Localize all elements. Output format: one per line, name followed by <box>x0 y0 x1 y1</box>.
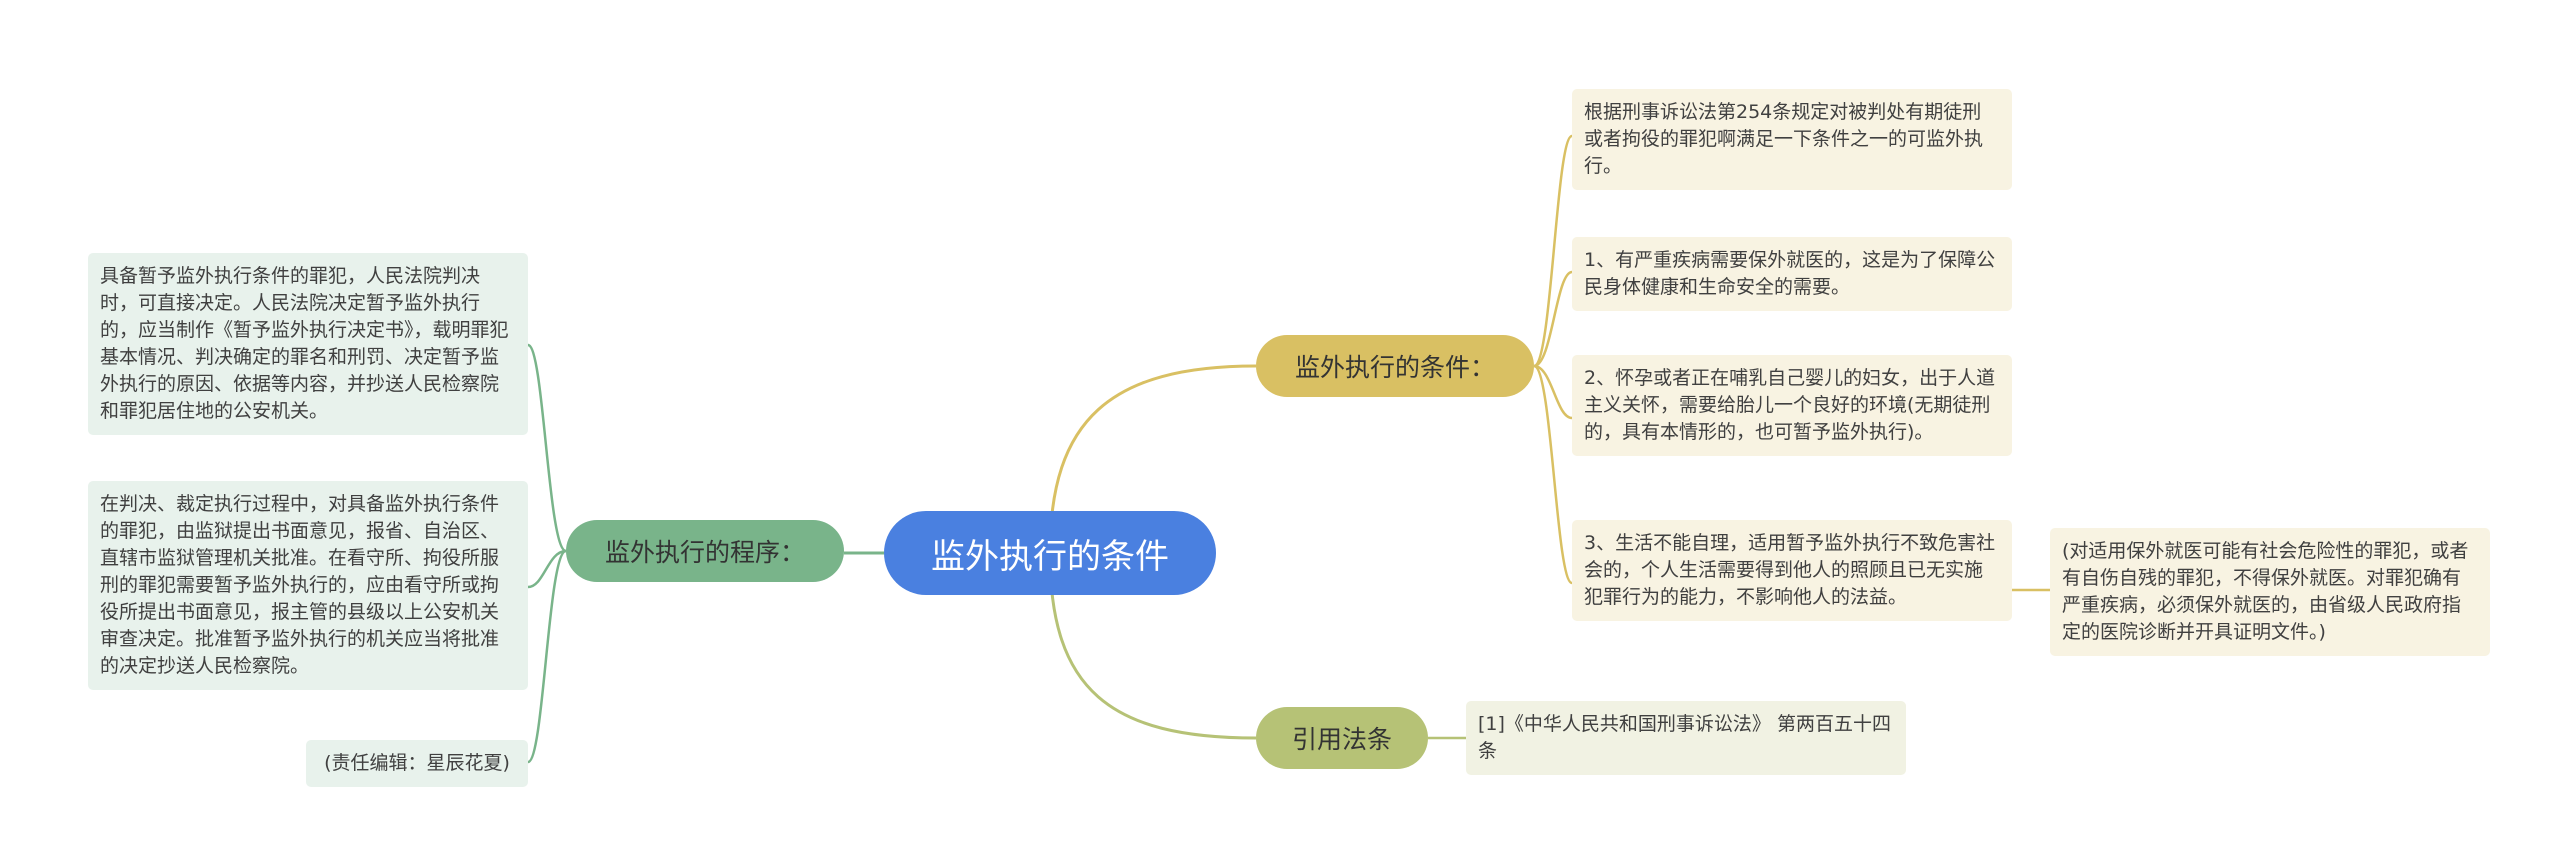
link-conditions-3 <box>1532 364 1574 585</box>
link-root-conditions <box>1048 364 1257 554</box>
condition-intro[interactable]: 根据刑事诉讼法第254条规定对被判处有期徒刑或者拘役的罪犯啊满足一下条件之一的可… <box>1572 89 2012 190</box>
procedure-editor-note[interactable]: (责任编辑：星辰花夏) <box>306 740 528 787</box>
link-procedure-1 <box>527 549 567 589</box>
link-conditions-1 <box>1533 270 1573 368</box>
link-procedure-2 <box>526 549 567 764</box>
condition-item-2[interactable]: 2、怀孕或者正在哺乳自己婴儿的妇女，出于人道主义关怀，需要给胎儿一个良好的环境(… <box>1572 355 2012 456</box>
condition-item-1[interactable]: 1、有严重疾病需要保外就医的，这是为了保障公民身体健康和生命安全的需要。 <box>1572 237 2012 311</box>
law-citation[interactable]: [1]《中华人民共和国刑事诉讼法》 第两百五十四条 <box>1466 701 1906 775</box>
link-procedure-0 <box>526 343 567 553</box>
procedure-item-1[interactable]: 具备暂予监外执行条件的罪犯，人民法院判决时，可直接决定。人民法院决定暂予监外执行… <box>88 253 528 435</box>
link-root-law <box>1048 552 1257 740</box>
condition-note[interactable]: (对适用保外就医可能有社会危险性的罪犯，或者有自伤自残的罪犯，不得保外就医。对罪… <box>2050 528 2490 656</box>
root-topic[interactable]: 监外执行的条件 <box>884 511 1216 595</box>
condition-item-3[interactable]: 3、生活不能自理，适用暂予监外执行不致危害社会的，个人生活需要得到他人的照顾且已… <box>1572 520 2012 621</box>
procedure-item-2[interactable]: 在判决、裁定执行过程中，对具备监外执行条件的罪犯，由监狱提出书面意见，报省、自治… <box>88 481 528 690</box>
branch-conditions[interactable]: 监外执行的条件： <box>1256 335 1534 397</box>
link-conditions-0 <box>1533 134 1574 368</box>
link-conditions-2 <box>1533 364 1573 420</box>
branch-law[interactable]: 引用法条 <box>1256 707 1428 769</box>
branch-procedure[interactable]: 监外执行的程序： <box>566 520 844 582</box>
